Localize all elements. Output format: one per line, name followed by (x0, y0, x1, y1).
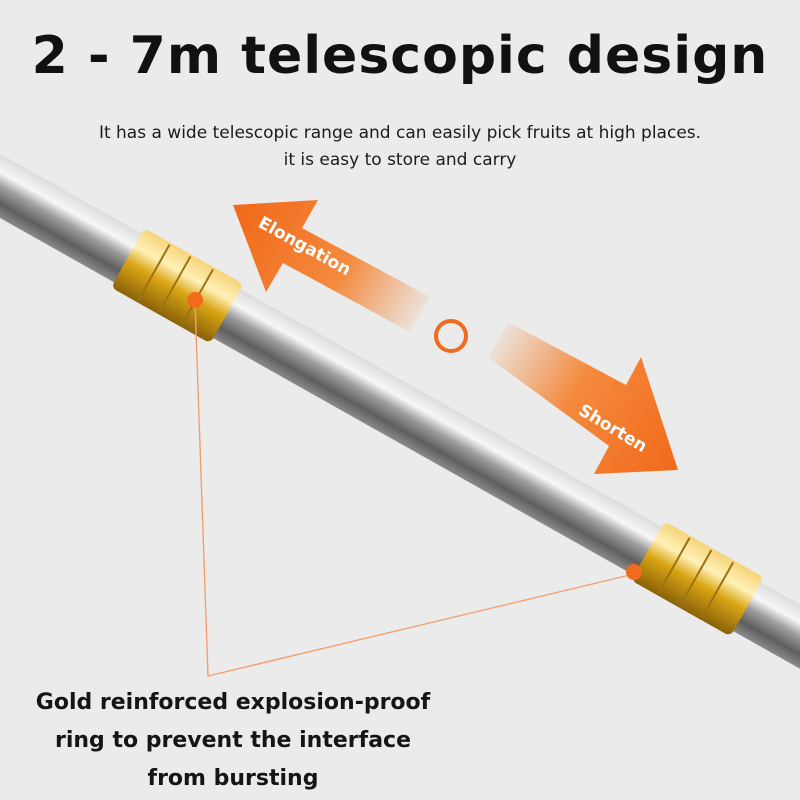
page-title: 2 - 7m telescopic design (31, 26, 769, 86)
callout-line-3: from bursting (147, 766, 319, 791)
subtitle-line-1: It has a wide telescopic range and can e… (98, 123, 702, 143)
ring-marker-dot-lower (626, 564, 642, 580)
subtitle: It has a wide telescopic range and can e… (0, 120, 800, 174)
callout-pointer-lines (194, 301, 635, 677)
subtitle-line-2: it is easy to store and carry (283, 150, 517, 170)
callout-line-1: Gold reinforced explosion-proof (35, 690, 431, 715)
ring-callout-text: Gold reinforced explosion-proof ring to … (18, 684, 448, 798)
gold-ring-lower (633, 523, 762, 635)
center-circle-icon (434, 319, 468, 353)
telescopic-pole (0, 132, 800, 722)
ring-marker-dot-upper (187, 292, 203, 308)
callout-line-2: ring to prevent the interface (55, 728, 411, 753)
